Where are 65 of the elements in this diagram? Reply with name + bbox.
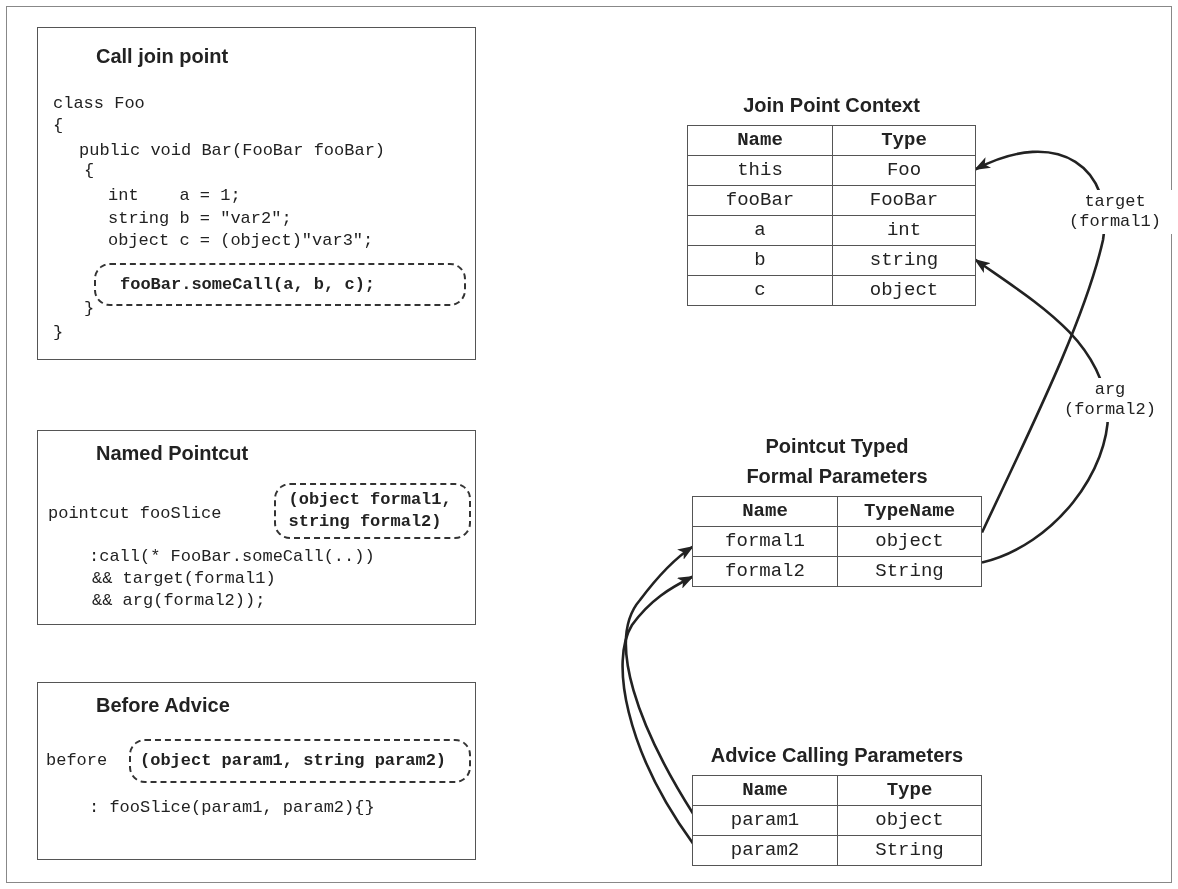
- code-line: before: [46, 751, 108, 771]
- table-cell: formal1: [693, 526, 838, 556]
- code-line: {: [53, 116, 64, 136]
- column-header: Name: [693, 497, 838, 526]
- code-panel: [37, 682, 476, 860]
- dashed-highlight: [94, 263, 466, 306]
- table-title: Pointcut Typed Formal Parameters: [745, 434, 929, 489]
- table-row: [688, 244, 975, 275]
- code-line: :call(* FooBar.someCall(..)): [89, 547, 375, 567]
- table-cell-text: FooBar: [868, 187, 940, 213]
- column-header: Type: [880, 128, 928, 153]
- code-panel: [37, 27, 476, 360]
- panel-heading: Named Pointcut: [96, 441, 249, 465]
- code-line: public void Bar(FooBar fooBar): [79, 141, 386, 161]
- panel-heading: Before Advice: [96, 693, 230, 717]
- table-row: [693, 834, 981, 865]
- table-row: [688, 274, 975, 305]
- table-row: [688, 154, 975, 185]
- table-cell: c: [688, 275, 833, 305]
- table-cell: this: [688, 155, 833, 185]
- code-panel: [37, 430, 476, 625]
- code-line: object c = (object)"var3";: [108, 231, 374, 251]
- table-cell: param2: [693, 835, 838, 865]
- table-cell-text: String: [874, 837, 945, 863]
- code-line: && target(formal1): [92, 569, 276, 589]
- code-line: string b = "var2";: [108, 209, 292, 229]
- code-line: : fooSlice(param1, param2){}: [89, 798, 375, 818]
- code-line: }: [84, 299, 95, 319]
- code-text: (object param1, string param2): [140, 750, 448, 772]
- table-cell-text: string: [868, 247, 940, 273]
- table-cell: b: [688, 245, 833, 275]
- table-cell-text: object: [874, 807, 945, 833]
- code-text: (object formal1, string formal2): [288, 489, 453, 533]
- code-line: }: [53, 323, 64, 343]
- arrow: [974, 258, 1110, 564]
- column-header: Type: [885, 778, 934, 803]
- table-cell-text: Foo: [885, 157, 923, 183]
- table-title: Join Point Context: [743, 93, 920, 118]
- table-cell-text: String: [874, 558, 945, 584]
- code-line: pointcut fooSlice: [48, 504, 222, 524]
- table-row: [693, 525, 981, 556]
- table-cell-text: int: [885, 217, 923, 243]
- code-line: && arg(formal2));: [92, 591, 266, 611]
- code-text: fooBar.someCall(a, b, c);: [120, 273, 377, 296]
- table-row: [688, 184, 975, 215]
- table-cell: a: [688, 215, 833, 245]
- table-cell-text: object: [874, 528, 945, 554]
- table-cell: param1: [693, 805, 838, 835]
- table-row: [693, 555, 981, 586]
- code-line: class Foo: [53, 94, 145, 114]
- table-row: [693, 804, 981, 835]
- dashed-highlight: [129, 739, 471, 783]
- code-line: {: [84, 161, 95, 181]
- column-header: Name: [688, 126, 833, 155]
- column-header: TypeName: [862, 499, 957, 524]
- column-header: Name: [693, 776, 838, 805]
- panel-heading: Call join point: [96, 44, 229, 68]
- table-cell: fooBar: [688, 185, 833, 215]
- table-row: [688, 214, 975, 245]
- table-title: Advice Calling Parameters: [710, 743, 964, 768]
- table-cell: formal2: [693, 556, 838, 586]
- code-line: int a = 1;: [108, 186, 241, 206]
- arrow: [974, 150, 1106, 534]
- dashed-highlight: [274, 483, 471, 539]
- table-cell-text: object: [868, 277, 940, 303]
